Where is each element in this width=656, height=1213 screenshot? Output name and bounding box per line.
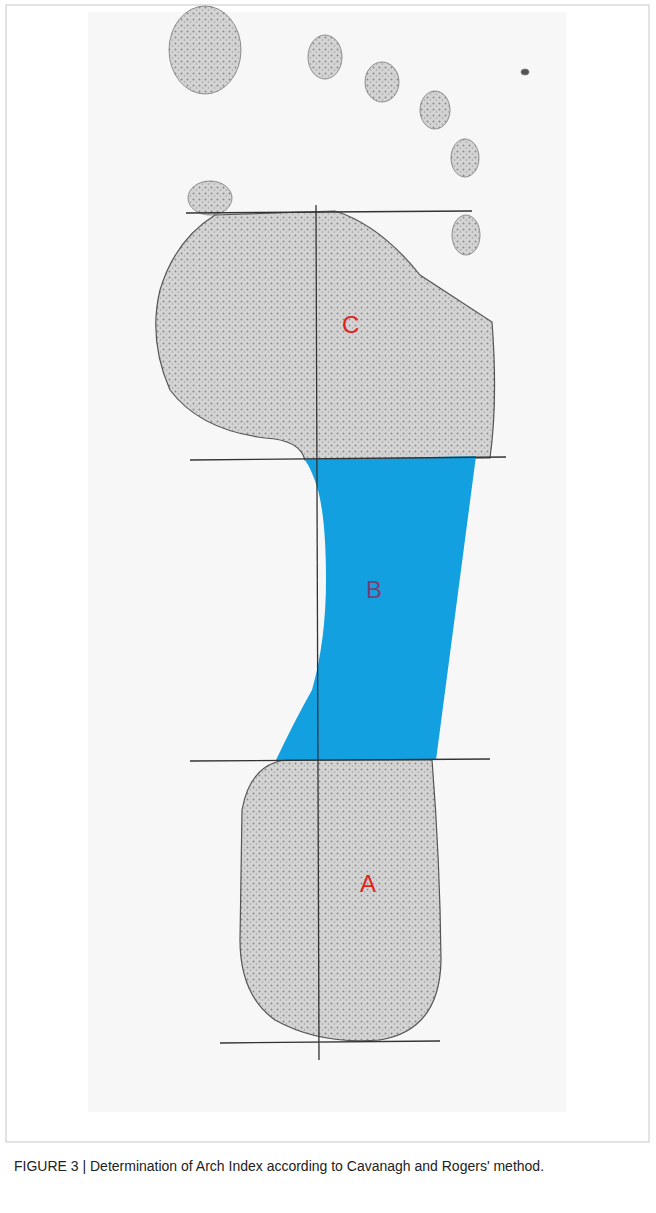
heel-region (240, 760, 441, 1041)
midfoot-region (276, 456, 476, 760)
region-letter: A (360, 872, 376, 896)
construction-lines (186, 205, 506, 1060)
region-letter: C (342, 313, 359, 337)
figure-caption: FIGURE 3 | Determination of Arch Index a… (14, 1157, 634, 1176)
figure-frame (6, 5, 649, 1142)
paper (88, 12, 566, 1112)
region-letter: B (366, 578, 382, 602)
forefoot-region (156, 211, 495, 460)
